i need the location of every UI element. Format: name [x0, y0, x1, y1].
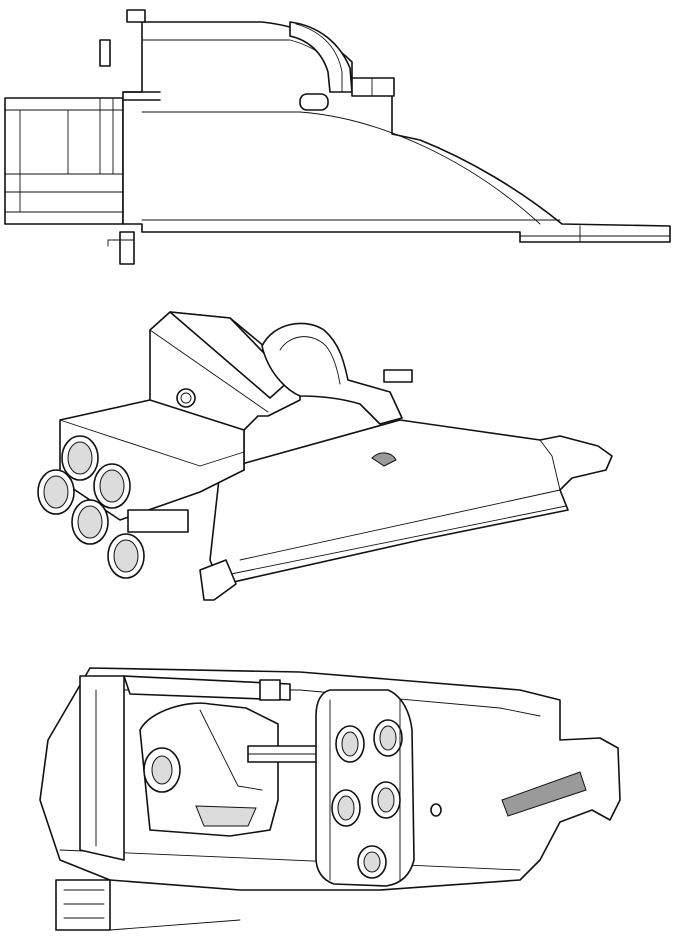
underside-cavity-5	[357, 845, 387, 879]
underside-cavity-4	[371, 781, 401, 819]
cavity-1	[37, 469, 75, 515]
latch-hump	[261, 322, 413, 425]
bottom-ribs	[55, 879, 241, 931]
funnel-cavity	[139, 702, 279, 837]
cavity-5	[107, 533, 145, 579]
isometric-front-view	[37, 311, 613, 601]
top-post	[99, 9, 161, 101]
latch-arm	[289, 21, 395, 111]
cavity-3	[93, 463, 131, 509]
main-body	[122, 21, 671, 243]
cavity-4	[71, 499, 109, 545]
sloped-body	[209, 419, 613, 586]
cavity-2	[61, 435, 99, 481]
rear-housing	[4, 97, 124, 225]
side-elevation-view	[4, 9, 671, 265]
inner-rim	[79, 675, 291, 861]
underside-cavity-1	[335, 725, 365, 763]
bottom-tab	[107, 231, 135, 265]
underside-cavity-3	[331, 789, 361, 827]
terminal-plate	[315, 689, 415, 887]
isometric-underside-view	[39, 667, 621, 931]
terminal-cavities	[37, 435, 145, 579]
underside-cavity-2	[373, 719, 403, 757]
side-hole	[430, 803, 442, 817]
